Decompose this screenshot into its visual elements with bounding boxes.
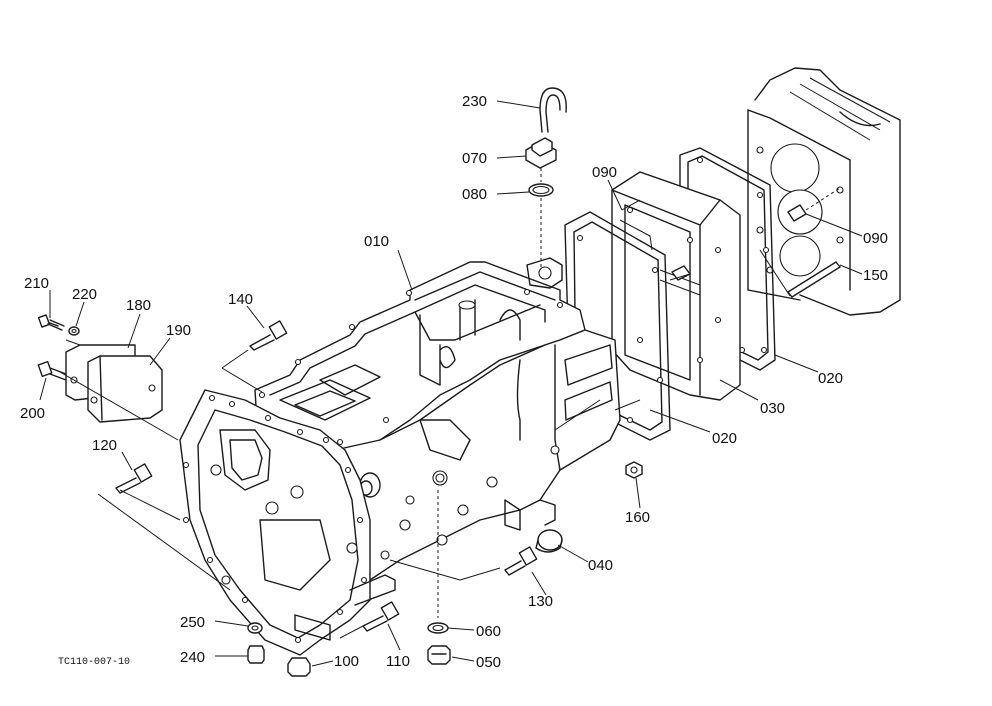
- label-040: 040: [588, 557, 613, 574]
- plate-030: [611, 171, 741, 401]
- plug-100: [287, 657, 311, 677]
- label-220: 220: [72, 286, 97, 303]
- label-140: 140: [228, 291, 253, 308]
- label-130: 130: [528, 593, 553, 610]
- figure-reference: TC110-007-10: [58, 657, 130, 668]
- label-020-rear: 020: [818, 370, 843, 387]
- label-060: 060: [476, 623, 501, 640]
- label-180: 180: [126, 297, 151, 314]
- assembly-lines: [59, 249, 791, 639]
- label-120: 120: [92, 437, 117, 454]
- label-210: 210: [24, 275, 49, 292]
- label-230: 230: [462, 93, 487, 110]
- label-070: 070: [462, 150, 487, 167]
- label-250: 250: [180, 614, 205, 631]
- label-150: 150: [863, 267, 888, 284]
- label-200: 200: [20, 405, 45, 422]
- label-050: 050: [476, 654, 501, 671]
- label-090-right: 090: [863, 230, 888, 247]
- label-090-upper: 090: [592, 164, 617, 181]
- stud-150: [787, 261, 841, 298]
- label-010: 010: [364, 233, 389, 250]
- part-labels: 230 070 080 090 090 150 010 020 030 020 …: [20, 93, 888, 671]
- label-020-front: 020: [712, 430, 737, 447]
- bolt-210: [37, 314, 65, 331]
- washer-220: [68, 326, 80, 336]
- transmission-case-010: [179, 261, 621, 656]
- label-100: 100: [334, 653, 359, 670]
- label-160: 160: [625, 509, 650, 526]
- label-030: 030: [760, 400, 785, 417]
- bolt-110: [362, 601, 400, 632]
- bolt-120: [115, 463, 153, 494]
- plug-040: [535, 529, 563, 553]
- plug-240: [247, 645, 265, 664]
- plug-050: [427, 645, 451, 665]
- label-240: 240: [180, 649, 205, 666]
- bolt-140: [249, 320, 288, 351]
- dipstick-assembly: [525, 87, 567, 289]
- label-110: 110: [386, 653, 410, 670]
- leader-lines: [39, 100, 863, 667]
- nut-160: [625, 461, 643, 479]
- washer-250: [247, 622, 263, 634]
- bolt-200: [37, 360, 67, 381]
- label-080: 080: [462, 186, 487, 203]
- label-190: 190: [166, 322, 191, 339]
- washer-060: [427, 490, 449, 634]
- cover-190: [87, 355, 163, 423]
- bolt-130: [504, 546, 538, 576]
